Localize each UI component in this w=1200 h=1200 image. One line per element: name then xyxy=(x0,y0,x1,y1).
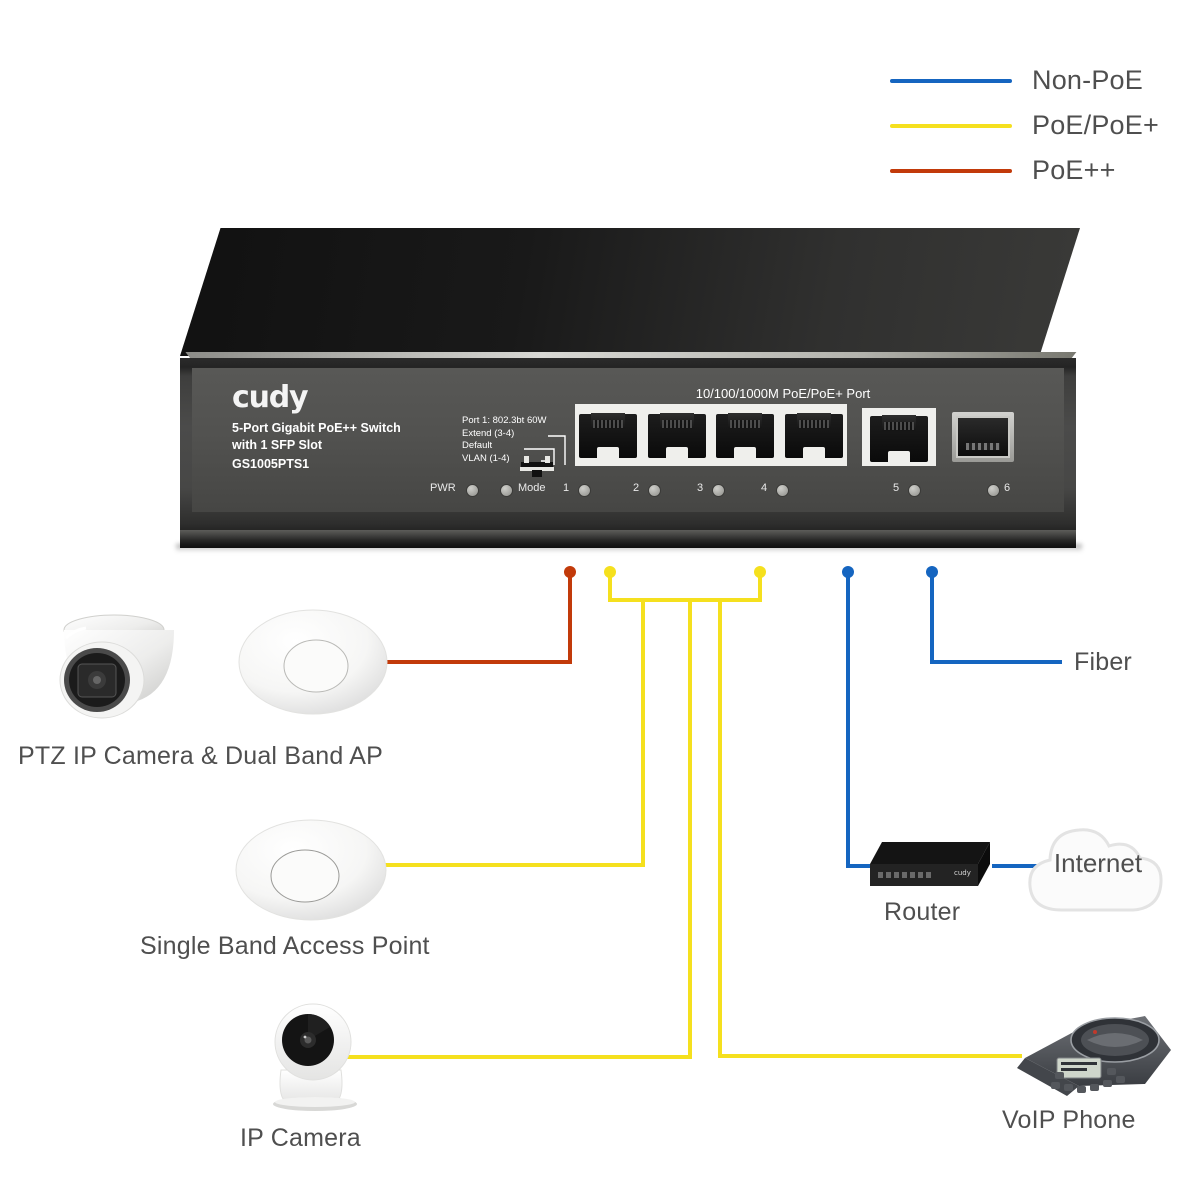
cable-to-voip-phone xyxy=(718,600,1022,1058)
switch-top-surface xyxy=(180,228,1080,356)
cable-endpoint-port2 xyxy=(604,566,616,578)
cudy-logo: cudy xyxy=(232,380,309,415)
rj45-port-5-housing xyxy=(862,408,936,466)
sfp-port-6[interactable] xyxy=(952,412,1014,462)
legend-label-poe: PoE/PoE+ xyxy=(1032,110,1159,140)
legend-swatch-non-poe xyxy=(890,78,1012,83)
port-4-number: 4 xyxy=(761,482,768,494)
cable-to-single-band-ap xyxy=(385,600,645,867)
cable-poe-trunk xyxy=(608,572,762,602)
label-ptz-camera-and-dual-band-ap: PTZ IP Camera & Dual Band AP xyxy=(18,742,384,770)
rj45-port-3[interactable] xyxy=(716,413,775,458)
port-2-number: 2 xyxy=(633,482,640,494)
single-band-access-point-image xyxy=(235,819,387,921)
port-5-number: 5 xyxy=(893,482,900,494)
legend-label-non-poe: Non-PoE xyxy=(1032,65,1143,95)
legend-swatch-poe xyxy=(890,123,1012,128)
dip-label-default: Default xyxy=(462,440,493,452)
switch-shadow xyxy=(176,544,1082,552)
dip-label-vlan: VLAN (1-4) xyxy=(462,452,510,464)
port-2-led xyxy=(648,484,661,497)
port-3-pins xyxy=(730,420,761,428)
cable-to-ip-camera xyxy=(345,600,692,1059)
ptz-ip-camera-image xyxy=(59,614,174,719)
pwr-led-label: PWR xyxy=(430,482,456,494)
port-2-pins xyxy=(661,420,692,428)
pwr-led xyxy=(466,484,479,497)
port-6-led xyxy=(987,484,1000,497)
rj45-port-4[interactable] xyxy=(784,413,843,458)
dip-label-extend: Extend (3-4) xyxy=(462,427,515,439)
label-ip-camera: IP Camera xyxy=(240,1124,361,1152)
dip-switch-graphic xyxy=(520,456,554,477)
legend-item-poe: PoE/PoE+ xyxy=(890,103,1190,148)
label-fiber: Fiber xyxy=(1074,648,1132,676)
status-led-row: PWR Mode 1 2 3 4 5 6 xyxy=(430,480,1050,500)
cable-endpoint-port5 xyxy=(842,566,854,578)
rj45-port-5[interactable] xyxy=(870,415,928,462)
port-3-number: 3 xyxy=(697,482,704,494)
dip-switch-legend: Port 1: 802.3bt 60W Extend (3-4) Default… xyxy=(462,415,547,465)
mode-led xyxy=(500,484,513,497)
switch-top-edge xyxy=(185,352,1077,359)
rj45-port-2[interactable] xyxy=(647,413,706,458)
cable-endpoint-port1 xyxy=(564,566,576,578)
legend: Non-PoE PoE/PoE+ PoE++ xyxy=(890,58,1190,193)
legend-item-non-poe: Non-PoE xyxy=(890,58,1190,103)
legend-item-poe-plus-plus: PoE++ xyxy=(890,148,1190,193)
port-1-pins xyxy=(593,420,623,428)
voip-phone-image xyxy=(1017,1016,1171,1096)
port-1-number: 1 xyxy=(563,482,570,494)
switch-model-number: GS1005PTS1 xyxy=(232,457,310,471)
dip-label-port1: Port 1: 802.3bt 60W xyxy=(462,415,547,426)
label-voip-phone: VoIP Phone xyxy=(1002,1106,1136,1134)
cable-port6-to-fiber xyxy=(930,572,1062,664)
cable-endpoint-port6 xyxy=(926,566,938,578)
sfp-port-6-cage xyxy=(956,416,1010,458)
internet-cloud-icon xyxy=(1028,828,1163,912)
switch-front-panel: cudy 5-Port Gigabit PoE++ Switch with 1 … xyxy=(180,358,1076,538)
cable-port1-to-dual-band-ap xyxy=(385,572,572,664)
legend-swatch-poe-plus-plus xyxy=(890,168,1012,173)
label-single-band-access-point: Single Band Access Point xyxy=(140,932,430,960)
switch-base xyxy=(180,530,1076,548)
switch-model-line2: with 1 SFP Slot xyxy=(232,438,323,452)
rj45-port-1[interactable] xyxy=(579,413,637,458)
port-5-pins xyxy=(884,422,914,430)
cable-port5-to-router xyxy=(846,572,880,868)
port-6-number: 6 xyxy=(1004,482,1011,494)
ip-camera-image xyxy=(273,1003,357,1111)
dual-band-access-point-image xyxy=(238,609,388,715)
legend-label-poe-plus-plus: PoE++ xyxy=(1032,155,1116,185)
port-bank-title: 10/100/1000M PoE/PoE+ Port xyxy=(695,386,871,401)
label-router: Router xyxy=(884,898,961,926)
port-1-led xyxy=(578,484,591,497)
switch-model-line1: 5-Port Gigabit PoE++ Switch xyxy=(232,421,401,435)
port-3-led xyxy=(712,484,725,497)
port-4-led xyxy=(776,484,789,497)
router-image: cudy xyxy=(870,842,990,886)
port-4-pins xyxy=(798,420,829,428)
port-5-led xyxy=(908,484,921,497)
svg-text:cudy: cudy xyxy=(954,869,971,877)
mode-led-label: Mode xyxy=(518,482,546,494)
network-switch: cudy 5-Port Gigabit PoE++ Switch with 1 … xyxy=(140,228,1100,558)
cable-endpoint-port4 xyxy=(754,566,766,578)
label-internet: Internet xyxy=(1053,848,1143,878)
switch-model-info: 5-Port Gigabit PoE++ Switch with 1 SFP S… xyxy=(232,420,401,473)
poe-port-bank xyxy=(575,404,847,466)
